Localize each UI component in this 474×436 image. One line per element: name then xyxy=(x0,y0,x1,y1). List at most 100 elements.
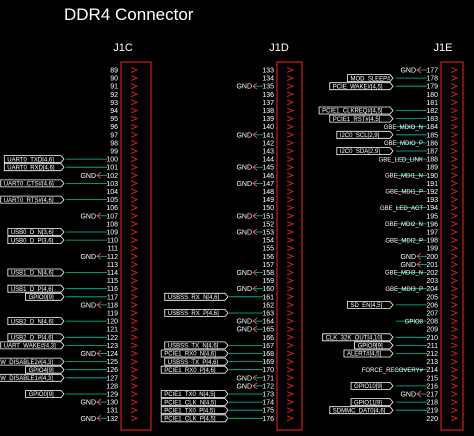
j1c-pin-number: 129 xyxy=(106,392,118,399)
j1c-gnd-label: GND xyxy=(80,302,96,309)
j1c-net-port-label: W_DISABLE2#[4,3] xyxy=(0,360,53,366)
j1c-pin-chevron xyxy=(130,67,139,73)
j1c-pin-chevron xyxy=(130,196,139,203)
j1c-net-port-label: USB2_D_N[4,6] xyxy=(11,319,54,325)
j1d-pin-chevron xyxy=(286,350,295,357)
j1d-gnd-label: GND xyxy=(236,286,252,293)
j1e-pin-number: 213 xyxy=(426,359,438,366)
j1e-pin-chevron xyxy=(450,140,459,146)
j1d-pin-chevron xyxy=(286,253,295,260)
j1e-pin-number: 179 xyxy=(426,84,438,91)
j1e-net-port xyxy=(354,341,394,350)
j1c-pin-chevron xyxy=(130,277,139,284)
j1d-pin-chevron xyxy=(286,107,295,114)
gnd-symbol-icon xyxy=(252,228,258,236)
j1d-pin-chevron xyxy=(286,83,295,90)
j1c-pin-chevron xyxy=(130,75,139,81)
j1e-net-label: GBE_MDI2_P xyxy=(385,238,423,244)
j1c-pin-chevron xyxy=(130,115,139,122)
gnd-symbol-icon xyxy=(252,269,258,276)
j1c-pin-chevron xyxy=(130,334,139,341)
j1d-pin-chevron xyxy=(286,293,295,300)
j1e-pin-chevron xyxy=(450,253,459,260)
j1d-gnd-label: GND xyxy=(236,181,252,188)
j1e-net-label: GBE_MDI1_P xyxy=(385,190,423,196)
j1c-pin-chevron xyxy=(130,269,139,276)
j1e-pin-chevron xyxy=(450,107,459,114)
j1c-pin-number: 130 xyxy=(106,400,118,407)
j1c-pin-chevron xyxy=(130,350,139,357)
j1d-pin-chevron xyxy=(286,180,295,187)
j1d-net-port xyxy=(160,349,229,358)
j1e-net-label: GBE_MDIO_P xyxy=(384,141,423,147)
j1e-net-label: GBE_MDI3_N xyxy=(385,271,423,277)
j1e-net-port xyxy=(350,381,394,390)
j1d-net-port xyxy=(164,309,229,317)
j1d-pin-number: 145 xyxy=(262,165,274,172)
j1d-pin-chevron xyxy=(286,407,295,414)
gnd-symbol-icon xyxy=(252,374,258,382)
j1d-pin-number: 174 xyxy=(262,400,274,407)
j1e-pin-chevron xyxy=(450,366,459,373)
j1c-pin-number: 123 xyxy=(106,343,118,350)
j1c-net-port xyxy=(7,333,65,342)
j1c-pin-number: 100 xyxy=(106,157,118,164)
j1d-pin-number: 138 xyxy=(262,108,274,115)
j1e-net-label: GBE_MDI1_N xyxy=(385,174,423,180)
j1c-pin-chevron xyxy=(130,245,139,252)
j1d-net-port-label: PCIE1_TX0_P[4,5] xyxy=(164,408,215,414)
j1e-pin-chevron xyxy=(450,293,459,300)
j1d-net-port-label: USBSS_RX_P[4,6] xyxy=(168,311,219,317)
j1c-pin-number: 117 xyxy=(107,294,118,301)
j1e-pin-number: 205 xyxy=(426,294,438,301)
j1c-pin-chevron xyxy=(130,318,139,324)
gnd-symbol-icon xyxy=(252,382,258,390)
j1c-pin-chevron xyxy=(130,253,139,260)
j1e-pin-chevron xyxy=(450,374,459,381)
j1d-pin-chevron xyxy=(286,164,295,171)
j1c-net-port-label: USB1_D_P[4,6] xyxy=(11,287,54,293)
j1d-pin-chevron xyxy=(286,75,295,81)
j1d-connector-name: J1D xyxy=(269,42,289,54)
j1e-pin-chevron xyxy=(450,229,459,235)
j1e-pin-number: 192 xyxy=(426,189,438,196)
j1e-pin-chevron xyxy=(450,342,459,349)
j1c-pin-number: 118 xyxy=(107,302,118,309)
j1e-pin-chevron xyxy=(450,131,459,138)
j1e-pin-chevron xyxy=(450,277,459,284)
j1d-pin-chevron xyxy=(286,326,295,333)
j1c-pin-number: 106 xyxy=(106,205,118,212)
j1d-pin-number: 175 xyxy=(262,408,274,415)
j1e-pin-number: 198 xyxy=(426,238,438,245)
j1c-pin-chevron xyxy=(130,156,139,162)
j1c-net-port xyxy=(25,390,65,398)
j1c-pin-chevron xyxy=(130,221,139,227)
j1e-pin-number: 210 xyxy=(426,335,438,342)
j1e-pin-number: 182 xyxy=(426,108,438,115)
j1e-gnd-label: GND xyxy=(400,392,416,399)
j1d-pin-number: 146 xyxy=(262,173,274,180)
j1c-pin-chevron xyxy=(130,107,139,114)
j1d-pin-number: 160 xyxy=(262,286,274,293)
j1d-net-port xyxy=(160,398,229,407)
j1d-pin-number: 158 xyxy=(262,270,274,277)
j1c-pin-number: 94 xyxy=(110,108,118,115)
j1e-pin-number: 217 xyxy=(426,392,438,399)
j1c-pin-number: 97 xyxy=(110,132,118,139)
j1e-pin-chevron xyxy=(450,302,459,308)
j1c-pin-chevron xyxy=(130,148,139,154)
j1d-gnd-label: GND xyxy=(236,319,252,326)
j1d-gnd-label: GND xyxy=(236,84,252,91)
j1d-pin-number: 164 xyxy=(262,319,274,326)
j1d-pin-number: 135 xyxy=(262,84,274,91)
j1c-gnd-label: GND xyxy=(80,173,96,180)
j1c-net-port-label: USB0_D_P[3,6] xyxy=(11,238,54,244)
gnd-symbol-icon xyxy=(252,131,258,139)
j1e-pin-number: 212 xyxy=(426,351,438,358)
j1d-pin-number: 136 xyxy=(262,92,274,99)
j1c-net-port xyxy=(3,155,65,164)
j1c-net-port xyxy=(25,365,65,374)
j1e-net-label: GBE_MDI3_P xyxy=(385,287,423,293)
j1e-pin-chevron xyxy=(450,407,459,414)
j1d-pin-chevron xyxy=(286,318,295,324)
